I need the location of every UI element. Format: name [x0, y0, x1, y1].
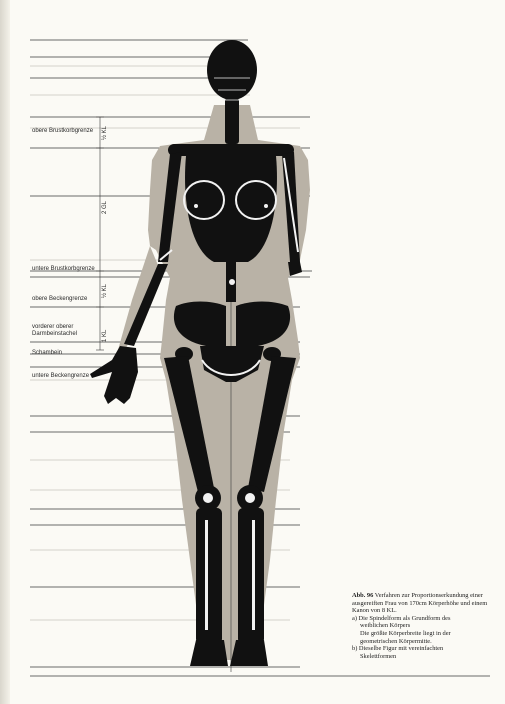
- measure-one-kl: 1 KL: [102, 330, 108, 342]
- label-upper-pelvis: obere Beckengrenze: [32, 296, 87, 303]
- caption-intro-text: Verfahren zur Proportionserkundung einer…: [352, 592, 487, 614]
- label-lower-ribcage: untere Brustkorbgrenze: [32, 266, 95, 273]
- caption-item-a-line1: a) Die Spindelform als Grundform des: [352, 615, 498, 623]
- caption-item-b-line2: Skelettformen: [352, 653, 498, 661]
- caption-intro: Abb. 96 Verfahren zur Proportionserkundu…: [352, 592, 498, 615]
- figure-number: Abb. 96: [352, 592, 373, 599]
- caption-item-b-line1: b) Dieselbe Figur mit vereinfachten: [352, 645, 498, 653]
- measure-half-kl-bottom: ½ KL: [102, 284, 108, 298]
- measure-two-gl: 2 GL: [102, 201, 108, 214]
- measure-half-kl-top: ½ KL: [102, 126, 108, 140]
- caption-item-a-line4: geometrischen Körpermitte.: [352, 638, 498, 646]
- caption-item-a-line3: Die größte Körperbreite liegt in der: [352, 630, 498, 638]
- label-upper-ribcage: obere Brustkorbgrenze: [32, 128, 93, 135]
- caption-item-a-line2: weiblichen Körpers: [352, 622, 498, 630]
- measure-bracket: [96, 117, 104, 350]
- label-iliac-spine-line2: Darmbeinstachel: [32, 331, 77, 338]
- figure-caption: Abb. 96 Verfahren zur Proportionserkundu…: [352, 592, 498, 660]
- label-pubic-bone: Schambein: [32, 350, 62, 357]
- label-lower-pelvis: untere Beckengrenze: [32, 373, 89, 380]
- label-iliac-spine-line1: vorderer oberer: [32, 324, 73, 331]
